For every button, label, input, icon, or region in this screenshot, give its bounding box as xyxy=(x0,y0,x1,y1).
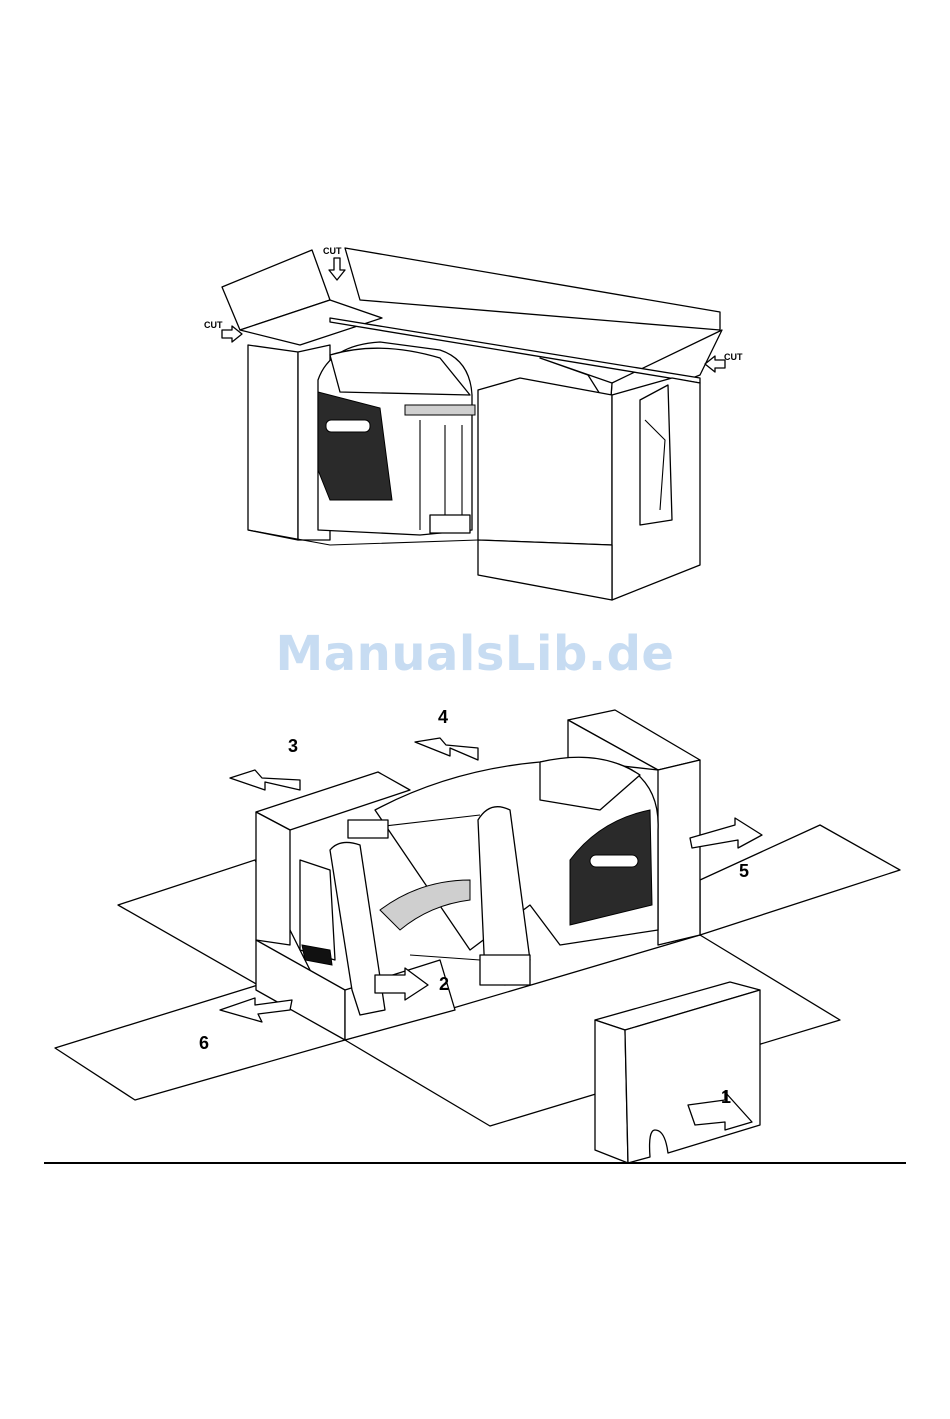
step-number-4: 4 xyxy=(438,707,448,727)
step-number-6: 6 xyxy=(199,1033,209,1053)
step-number-1: 1 xyxy=(721,1087,731,1107)
page-divider-line xyxy=(44,1162,906,1164)
unboxing-illustration-bottom: 1 2 3 4 5 6 xyxy=(0,0,950,1200)
arrow-step-5 xyxy=(690,818,762,848)
step-number-3: 3 xyxy=(288,736,298,756)
arrow-step-4 xyxy=(415,738,478,760)
arrow-step-3 xyxy=(230,770,300,790)
step-number-2: 2 xyxy=(439,974,449,994)
step-number-5: 5 xyxy=(739,861,749,881)
